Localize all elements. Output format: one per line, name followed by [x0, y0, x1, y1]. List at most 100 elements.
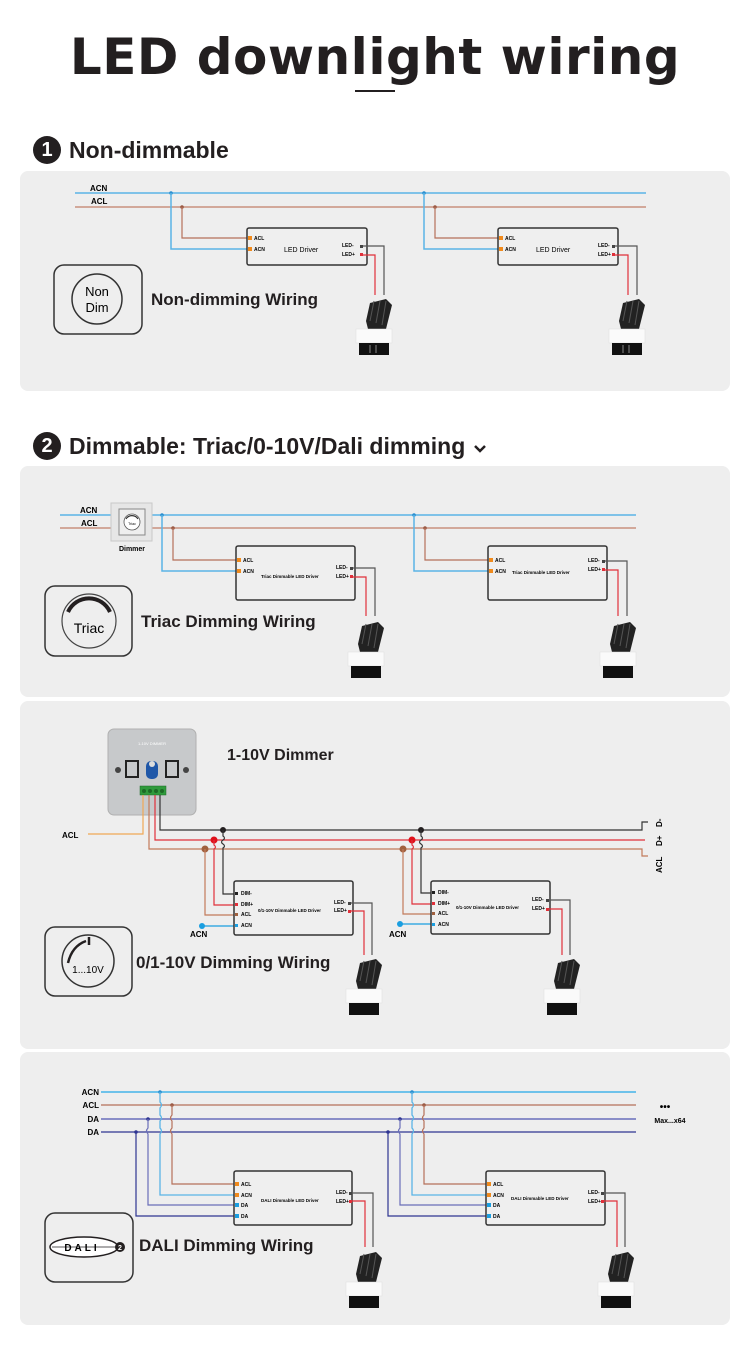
- dial-icon: [61, 934, 115, 988]
- bus-label-acl: ACL: [83, 1101, 100, 1110]
- downlight-icon: [347, 622, 385, 678]
- driver-output-led-minus: LED-: [342, 243, 354, 249]
- acl-drop-wire: [181, 207, 248, 239]
- right-label-d-plus: D+: [655, 835, 664, 846]
- bus-label-acl: ACL: [91, 197, 108, 206]
- dim-plus-bus-wire: [154, 795, 645, 841]
- driver-input-acl: ACL: [254, 236, 264, 242]
- driver-input-dim-minus: DIM-: [241, 891, 252, 897]
- bus-label-acn: ACN: [82, 1088, 100, 1097]
- driver-input-acl: ACL: [438, 911, 448, 917]
- acl-input-label: ACL: [62, 831, 79, 840]
- driver-unit-2: ACL ACN LED Driver LED- LED+: [422, 191, 646, 355]
- acl-drop-wire: [424, 528, 489, 561]
- badge-text-line2: Dim: [85, 300, 108, 315]
- diagram-caption: DALI Dimming Wiring: [139, 1236, 314, 1255]
- dimmer-plate-text: 1-10V DIMMER: [138, 741, 166, 746]
- led-driver-box: [485, 1170, 606, 1226]
- led-minus-wire: [353, 567, 376, 616]
- non-dim-icon: [71, 273, 123, 325]
- led-minus-wire: [605, 560, 628, 616]
- non-dim-badge: Non Dim: [53, 264, 143, 335]
- driver-label: LED Driver: [536, 247, 571, 254]
- driver-input-acl: ACL: [495, 558, 505, 564]
- driver-input-da: DA: [493, 1214, 501, 1220]
- driver-output-led-plus: LED+: [588, 567, 601, 573]
- driver-input-acn: ACN: [241, 923, 252, 929]
- more-dots: •••: [660, 1102, 671, 1113]
- right-label-d-minus: D-: [655, 818, 664, 827]
- led-driver-box: [487, 545, 608, 601]
- led-minus-wire: [615, 245, 638, 295]
- driver-input-acn: ACN: [254, 247, 265, 253]
- acn-drop-wire: [423, 193, 499, 250]
- badge-text-line1: Non: [85, 284, 109, 299]
- driver-input-da: DA: [241, 1214, 249, 1220]
- downlight-icon: [608, 299, 646, 355]
- dimmer-knob-text: Triac: [128, 522, 136, 526]
- driver-output-led-minus: LED-: [336, 1190, 348, 1196]
- section-number-badge: 2: [33, 432, 61, 460]
- acl-input-wire: [88, 795, 144, 835]
- one-ten-volt-badge: 1...10V: [44, 926, 133, 997]
- dimmer-knob-icon: [146, 761, 158, 779]
- driver-output-led-plus: LED+: [336, 1199, 349, 1205]
- driver-unit-1: ACL ACN DA DA DALI Dimmable LED Driver L…: [134, 1090, 383, 1308]
- driver-label: 0/1-10V Dimmable LED Driver: [258, 908, 321, 913]
- diagram-caption: Triac Dimming Wiring: [141, 612, 316, 631]
- driver-input-acn: ACN: [495, 569, 506, 575]
- dali-dimming-diagram: ACN ACL DA DA ••• Max...x64 ACL ACN DA D…: [44, 1088, 686, 1308]
- driver-output-led-minus: LED-: [336, 565, 348, 571]
- driver-input-acl: ACL: [493, 1182, 503, 1188]
- one-ten-volt-dimmer-device: 1-10V DIMMER: [107, 728, 197, 816]
- driver-label: Triac Dimmable LED Driver: [261, 574, 319, 579]
- page-title: LED downlight wiring: [69, 28, 681, 86]
- badge-text: 1...10V: [72, 965, 104, 976]
- max-count-label: Max...x64: [654, 1118, 685, 1125]
- led-plus-wire: [353, 576, 367, 616]
- driver-output-led-minus: LED-: [334, 900, 346, 906]
- driver-output-led-plus: LED+: [334, 908, 347, 914]
- dali-badge: DALI 2: [44, 1212, 134, 1283]
- terminal-block: [139, 785, 167, 796]
- acn-drop-wire: [170, 193, 248, 250]
- bus-label-da: DA: [87, 1128, 99, 1137]
- section-heading-non-dimmable: 1 Non-dimmable: [33, 136, 229, 164]
- acn-input-label: ACN: [389, 930, 407, 939]
- right-label-acl: ACL: [655, 856, 664, 873]
- driver-input-acl: ACL: [243, 558, 253, 564]
- chevron-down-icon[interactable]: [473, 433, 487, 460]
- driver-label: 0/1-10V Dimmable LED Driver: [456, 905, 519, 910]
- acn-input-dot: [199, 923, 205, 929]
- driver-input-dim-plus: DIM+: [438, 901, 450, 907]
- downlight-icon: [355, 299, 393, 355]
- driver-output-led-plus: LED+: [342, 252, 355, 258]
- triac-dimming-panel: ACN ACL Triac Dimmer ACL ACN Triac Dimma…: [20, 466, 730, 697]
- dali-dimming-panel: ACN ACL DA DA ••• Max...x64 ACL ACN DA D…: [20, 1052, 730, 1325]
- badge-text: Triac: [74, 620, 105, 636]
- dimmer-knob-icon: [123, 513, 141, 531]
- badge-text: DALI: [64, 1243, 99, 1254]
- bus-label-da: DA: [87, 1115, 99, 1124]
- bus-label-acn: ACN: [90, 184, 108, 193]
- driver-input-da: DA: [493, 1203, 501, 1209]
- driver-label: DALI Dimmable LED Driver: [261, 1198, 319, 1203]
- terminal-led-plus: [612, 253, 615, 256]
- led-driver-box: [235, 545, 356, 601]
- terminal-acn: [499, 247, 503, 251]
- triac-badge: Triac: [44, 585, 133, 657]
- dimmer-label: Dimmer: [119, 546, 145, 553]
- downlight-icon: [597, 1252, 635, 1308]
- driver-unit-1: ACN DIM- DIM+ ACL ACN 0/1-10V Dimmable L…: [190, 827, 383, 1015]
- led-driver-box: [233, 880, 354, 936]
- driver-input-acn: ACN: [505, 247, 516, 253]
- driver-output-led-minus: LED-: [588, 558, 600, 564]
- led-plus-wire: [615, 254, 629, 295]
- acl-bus-wire: [148, 795, 648, 857]
- driver-input-acl: ACL: [505, 236, 515, 242]
- driver-input-dim-minus: DIM-: [438, 890, 449, 896]
- acl-drop-wire: [434, 207, 499, 239]
- driver-label: DALI Dimmable LED Driver: [511, 1196, 569, 1201]
- led-minus-wire: [363, 245, 385, 295]
- non-dimming-diagram: ACN ACL ACL ACN LED Driver LED- LED+: [53, 184, 646, 355]
